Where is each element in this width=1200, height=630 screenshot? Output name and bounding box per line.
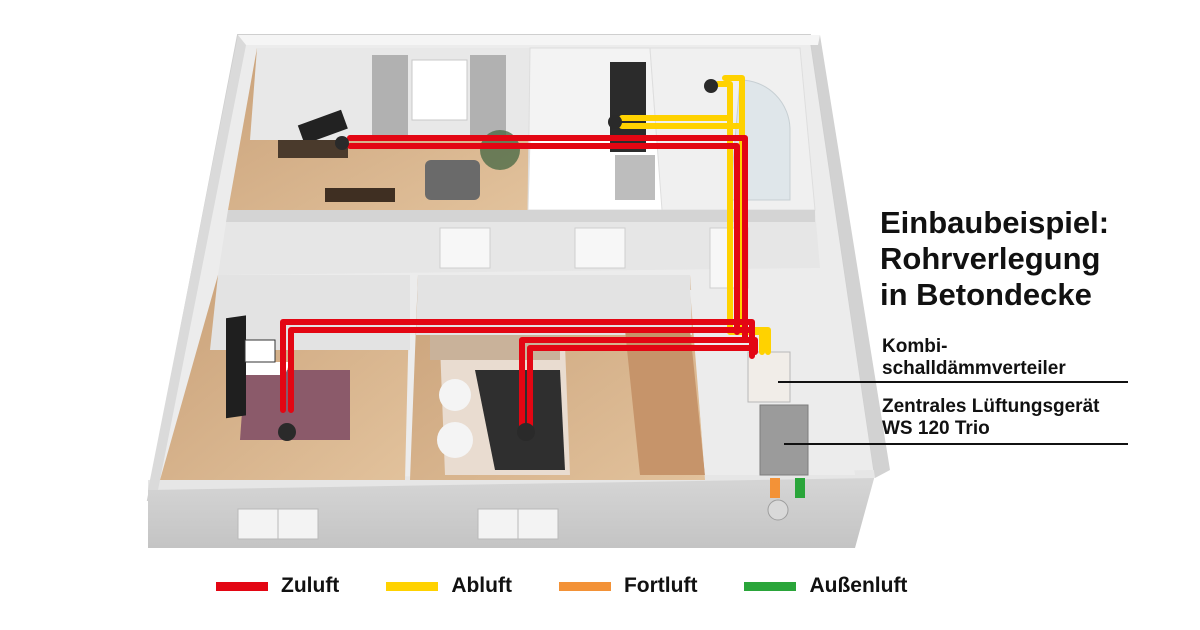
callout-geraet: Zentrales Lüftungsgerät WS 120 Trio — [882, 396, 1099, 440]
zuluft-duct — [347, 143, 740, 335]
zuluft-duct — [288, 327, 755, 413]
legend-swatch — [216, 581, 268, 591]
diagram-title: Einbaubeispiel: Rohrverlegung in Betonde… — [880, 205, 1109, 313]
title-line: Einbaubeispiel: — [880, 205, 1110, 240]
legend-item-fortluft: Fortluft — [558, 574, 698, 598]
legend-label: Zuluft — [281, 574, 340, 597]
legend-item-aussenluft: Außenluft — [744, 574, 907, 598]
callout-geraet-line: Zentrales Lüftungsgerät — [882, 396, 1100, 417]
zuluft-duct — [527, 345, 758, 428]
legend-item-abluft: Abluft — [386, 574, 512, 598]
legend-item-zuluft: Zuluft — [216, 574, 339, 598]
legend-swatch — [744, 581, 797, 591]
legend-label: Fortluft — [623, 574, 698, 597]
duct-pipes — [280, 75, 771, 428]
air-outlets — [278, 79, 718, 441]
callout-kombi-line: Kombi- — [882, 336, 948, 357]
legend-label: Außenluft — [809, 574, 908, 597]
title-line: in Betondecke — [880, 277, 1092, 312]
title-line: Rohrverlegung — [880, 241, 1101, 276]
legend-swatch — [558, 581, 611, 591]
callout-kombi: Kombi- schalldämmverteiler — [882, 336, 1066, 380]
callout-kombi-line: schalldämmverteiler — [882, 358, 1066, 379]
callout-geraet-line: WS 120 Trio — [882, 418, 990, 439]
legend-swatch — [386, 581, 439, 591]
legend: Zuluft Abluft Fortluft Außenluft — [216, 571, 907, 601]
legend-label: Abluft — [451, 574, 512, 597]
lower-rooms — [160, 275, 855, 480]
callout-lines — [778, 381, 1128, 445]
front-windows — [237, 508, 559, 540]
ventilation-unit — [747, 351, 809, 521]
